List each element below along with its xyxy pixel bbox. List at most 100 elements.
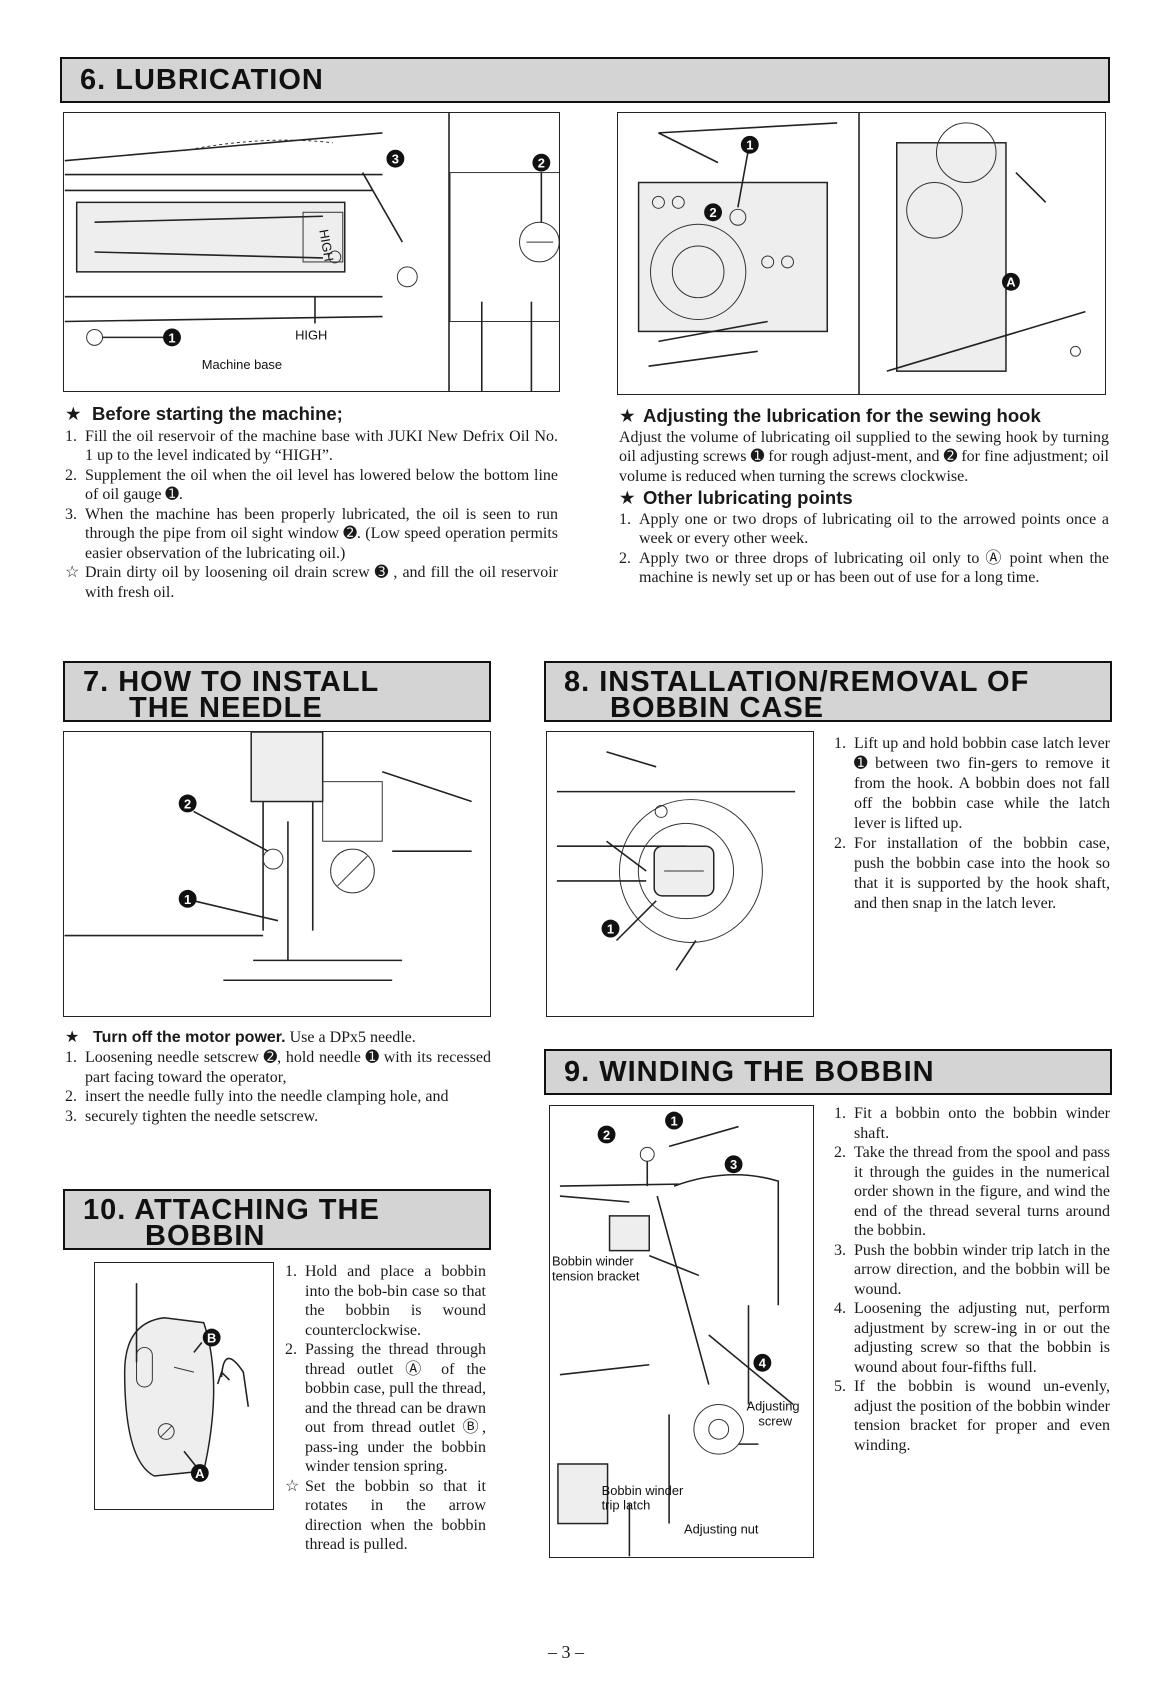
marker-1-icon: 1 xyxy=(601,919,620,938)
bobbin-winder-drawing: 2 1 3 4 Bobbin winder tension bracket Ad… xyxy=(552,1111,800,1557)
bobbin-case-figure: 1 xyxy=(546,731,814,1017)
marker-2-icon: 2 xyxy=(178,794,197,813)
svg-text:1: 1 xyxy=(607,922,614,937)
before-starting-heading: Before starting the machine; xyxy=(92,403,343,424)
other-points-list: 1.Apply one or two drops of lubricating … xyxy=(619,510,1109,588)
tension-bracket-label-2: tension bracket xyxy=(552,1268,640,1283)
marker-3-icon: 3 xyxy=(724,1155,743,1174)
machine-base-label: Machine base xyxy=(202,357,282,372)
section-7-title-line2: THE NEEDLE xyxy=(129,692,323,724)
lubrication-figure-hook: 1 2 A xyxy=(617,112,1106,395)
svg-text:2: 2 xyxy=(709,205,716,220)
section-8-title-line1: 8. INSTALLATION/REMOVAL OF xyxy=(564,666,1030,698)
hook-lubrication-heading: Adjusting the lubrication for the sewing… xyxy=(643,405,1041,426)
page-number: – 3 – xyxy=(548,1642,584,1662)
before-starting-list: 1.Fill the oil reservoir of the machine … xyxy=(65,427,558,603)
list-item: 2.Supplement the oil when the oil level … xyxy=(65,466,558,504)
trip-latch-label-1: Bobbin winder xyxy=(602,1483,684,1498)
list-item: 3.When the machine has been properly lub… xyxy=(65,505,558,562)
list-item: 3.securely tighten the needle setscrew. xyxy=(65,1107,319,1125)
list-item: 1.Fill the oil reservoir of the machine … xyxy=(65,427,558,465)
marker-1-icon: 1 xyxy=(740,135,759,154)
hook-lubrication-text: Adjust the volume of lubricating oil sup… xyxy=(619,428,1109,485)
bobbin-case-instructions: 1.Lift up and hold bobbin case latch lev… xyxy=(834,734,1110,914)
list-item: 2.Take the thread from the spool and pas… xyxy=(834,1144,1110,1239)
svg-text:HIGH: HIGH xyxy=(316,228,336,262)
list-item: 4.Loosening the adjusting nut, perform a… xyxy=(834,1300,1110,1376)
list-item: 2.insert the needle fully into the needl… xyxy=(65,1088,449,1105)
section-6-title: 6. LUBRICATION xyxy=(80,64,324,96)
sewing-hook-drawing: 1 2 A xyxy=(637,113,1086,394)
section-8-title-line2: BOBBIN CASE xyxy=(610,692,825,724)
marker-a-icon: A xyxy=(1002,272,1020,291)
svg-text:1: 1 xyxy=(184,892,191,907)
tension-bracket-label-1: Bobbin winder xyxy=(552,1254,634,1269)
marker-a-icon: A xyxy=(190,1464,209,1482)
list-item: 3.Push the bobbin winder trip latch in t… xyxy=(834,1241,1110,1298)
svg-text:1: 1 xyxy=(670,1114,677,1129)
high-label: HIGH xyxy=(295,327,327,342)
machine-base-drawing: HIGH 1 2 3 HIGH Machine base xyxy=(64,113,559,391)
list-item: 2.Apply two or three drops of lubricatin… xyxy=(619,549,1109,587)
bobbin-case-drawing: 1 xyxy=(556,751,796,971)
list-item: 1.Lift up and hold bobbin case latch lev… xyxy=(834,735,1110,832)
needle-figure: 2 1 xyxy=(63,731,491,1017)
list-item: 5.If the bobbin is wound un-evenly, adju… xyxy=(834,1378,1110,1454)
marker-2-icon: 2 xyxy=(532,153,551,172)
svg-text:1: 1 xyxy=(168,330,175,345)
svg-text:A: A xyxy=(195,1466,204,1481)
needle-heading: Turn off the motor power. xyxy=(93,1029,286,1046)
marker-b-icon: B xyxy=(202,1328,221,1347)
list-item: 2.Passing the thread through thread outl… xyxy=(285,1341,486,1475)
svg-text:1: 1 xyxy=(746,138,753,153)
bobbin-attaching-drawing: B A xyxy=(123,1283,250,1482)
bobbin-attaching-instructions: 1.Hold and place a bobbin into the bob-b… xyxy=(285,1262,486,1555)
adjusting-screw-label-1: Adjusting xyxy=(747,1398,800,1413)
bobbin-winding-list: 1.Fit a bobbin onto the bobbin winder sh… xyxy=(834,1104,1110,1455)
section-10-header: 10. ATTACHING THE BOBBIN xyxy=(63,1189,491,1252)
lubrication-figure-machine-base: HIGH 1 2 3 HIGH Machine base xyxy=(63,112,560,392)
bobbin-attaching-figure: B A xyxy=(94,1262,274,1510)
section-10-title-line1: 10. ATTACHING THE xyxy=(83,1194,380,1226)
marker-4-icon: 4 xyxy=(753,1353,772,1372)
svg-text:3: 3 xyxy=(730,1157,737,1172)
marker-2-icon: 2 xyxy=(704,203,722,222)
bobbin-attaching-list: 1.Hold and place a bobbin into the bob-b… xyxy=(285,1262,486,1555)
marker-1-icon: 1 xyxy=(665,1111,683,1130)
marker-1-icon: 1 xyxy=(163,328,181,347)
section-7-header: 7. HOW TO INSTALL THE NEEDLE xyxy=(63,661,491,724)
trip-latch-label-2: trip latch xyxy=(602,1498,651,1513)
adjusting-nut-label: Adjusting nut xyxy=(684,1521,759,1536)
list-item: 1.Fit a bobbin onto the bobbin winder sh… xyxy=(834,1105,1110,1142)
list-item: ☆Drain dirty oil by loosening oil drain … xyxy=(65,564,558,601)
needle-drawing: 2 1 xyxy=(64,732,472,982)
before-starting-block: ★ Before starting the machine; 1.Fill th… xyxy=(65,403,558,603)
section-10-title-line2: BOBBIN xyxy=(145,1220,266,1252)
marker-3-icon: 3 xyxy=(386,149,405,168)
list-item: 1.Loosening needle setscrew ➋, hold need… xyxy=(65,1049,491,1086)
svg-text:B: B xyxy=(207,1330,216,1345)
needle-instructions: ★ Turn off the motor power. Use a DPx5 n… xyxy=(65,1029,491,1126)
svg-text:2: 2 xyxy=(538,156,545,171)
svg-text:3: 3 xyxy=(392,152,399,167)
marker-2-icon: 2 xyxy=(597,1125,616,1144)
section-9-header: 9. WINDING THE BOBBIN xyxy=(544,1049,1112,1095)
bobbin-winder-figure: 2 1 3 4 Bobbin winder tension bracket Ad… xyxy=(549,1105,814,1558)
needle-list: 1.Loosening needle setscrew ➋, hold need… xyxy=(65,1048,491,1126)
section-6-header: 6. LUBRICATION xyxy=(60,57,1110,103)
list-item: 1.Hold and place a bobbin into the bob-b… xyxy=(285,1263,486,1339)
needle-heading-rest: Use a DPx5 needle. xyxy=(289,1029,416,1046)
section-7-title-line1: 7. HOW TO INSTALL xyxy=(83,666,380,698)
svg-text:2: 2 xyxy=(603,1127,610,1142)
marker-1-icon: 1 xyxy=(178,889,197,908)
svg-text:2: 2 xyxy=(184,796,191,811)
section-8-header: 8. INSTALLATION/REMOVAL OF BOBBIN CASE xyxy=(544,661,1112,724)
section-9-title: 9. WINDING THE BOBBIN xyxy=(564,1056,935,1088)
bobbin-winding-instructions: 1.Fit a bobbin onto the bobbin winder sh… xyxy=(834,1104,1110,1455)
list-item: 2.For installation of the bobbin case, p… xyxy=(834,835,1110,912)
svg-text:A: A xyxy=(1006,275,1015,290)
other-points-heading: Other lubricating points xyxy=(643,487,853,508)
bobbin-case-list: 1.Lift up and hold bobbin case latch lev… xyxy=(834,734,1110,914)
svg-text:4: 4 xyxy=(759,1356,767,1371)
hook-lubrication-block: ★ Adjusting the lubrication for the sewi… xyxy=(619,405,1109,588)
